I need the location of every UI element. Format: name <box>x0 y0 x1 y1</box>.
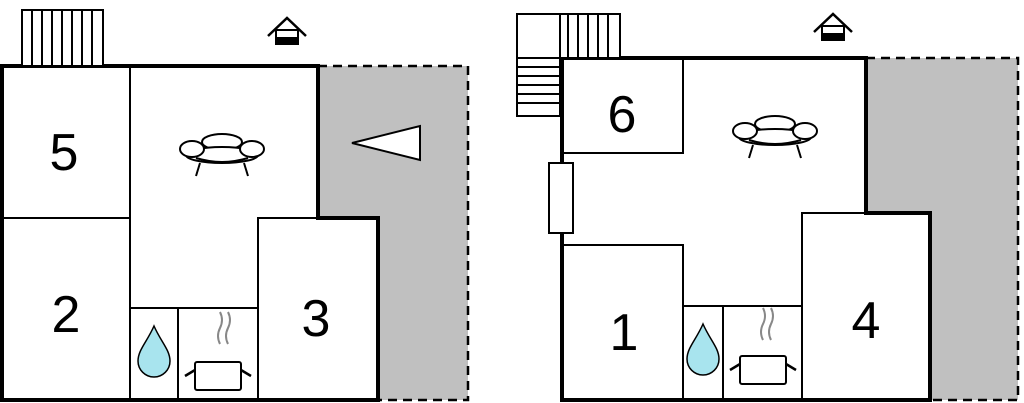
entrance-house-icon <box>266 16 308 46</box>
stairs-icon <box>516 13 621 117</box>
terrace-area <box>318 66 468 400</box>
room-number: 1 <box>610 304 639 362</box>
stairs-icon <box>21 9 104 67</box>
room-number: 3 <box>302 290 331 348</box>
room-number: 2 <box>52 286 81 344</box>
direction-triangle-icon <box>351 124 421 162</box>
floor-plan-left: 5 2 3 <box>0 9 470 402</box>
floor-plan-right: 6 1 4 <box>516 12 1020 402</box>
terrace-area <box>866 58 1018 400</box>
cooking-pot-icon <box>183 360 253 392</box>
cooking-pot-icon <box>728 354 798 386</box>
room-number: 4 <box>852 292 881 350</box>
room-number: 6 <box>608 86 637 144</box>
room-number: 5 <box>50 124 79 182</box>
window-icon <box>548 162 574 234</box>
entrance-house-icon <box>812 12 854 42</box>
